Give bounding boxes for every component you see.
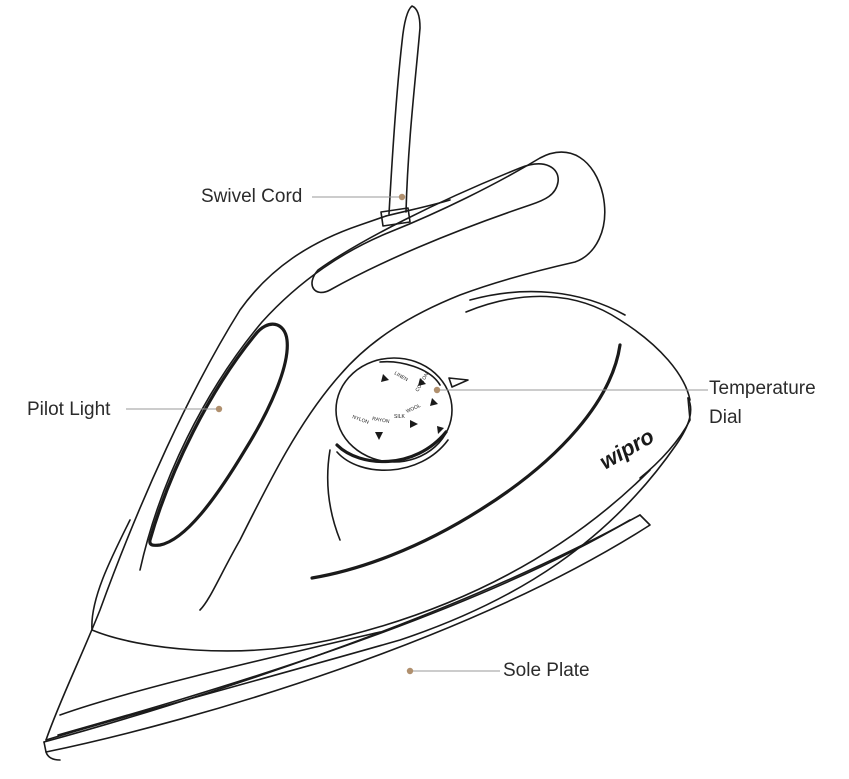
dial-marking-silk: SILK — [394, 414, 406, 420]
dial-marking-cotton: COTTON — [415, 371, 431, 393]
temperature-dial-drawing: NYLON RAYON SILK WOOL COTTON LINEN — [335, 357, 469, 471]
swivel-cord-label: Swivel Cord — [201, 186, 303, 207]
iron-body-drawing — [45, 215, 692, 741]
dial-marking-wool: WOOL — [405, 403, 422, 415]
swivel-cord-marker — [398, 193, 406, 201]
dial-marking-nylon: NYLON — [351, 414, 370, 426]
pilot-light-marker — [215, 405, 223, 413]
temperature-dial-marker — [433, 386, 441, 394]
sole-plate-marker — [406, 667, 414, 675]
handle-drawing — [139, 151, 606, 611]
swivel-cord-drawing — [380, 5, 421, 227]
temperature-dial-label: Temperature Dial — [709, 374, 816, 433]
callouts — [126, 193, 708, 675]
sole-plate-label: Sole Plate — [503, 660, 590, 681]
sole-plate-drawing — [43, 514, 651, 761]
dial-marking-rayon: RAYON — [372, 416, 391, 425]
dial-marking-linen: LINEN — [393, 371, 409, 384]
temperature-dial-label-line2: Dial — [709, 407, 742, 429]
temperature-dial-label-line1: Temperature — [709, 378, 816, 399]
brand-logo: wipro — [595, 423, 658, 474]
pilot-light-label: Pilot Light — [27, 399, 111, 420]
